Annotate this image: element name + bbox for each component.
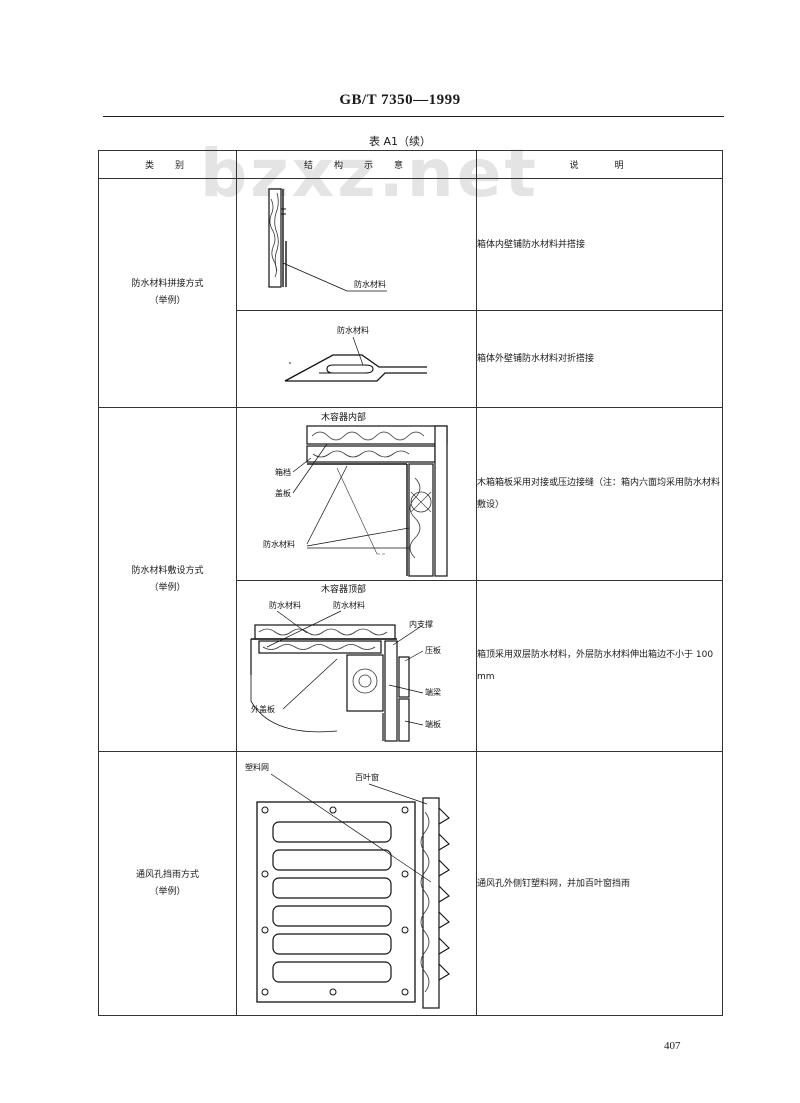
category-note: （举例） xyxy=(149,886,186,897)
figure-title: 木容器顶部 xyxy=(321,583,366,595)
page-number: 407 xyxy=(664,1040,681,1052)
description-cell: 木箱箱板采用对接或压边接缝（注：箱内六面均采用防水材料敷设） xyxy=(476,407,723,581)
table-header-row: 类 别 结 构 示 意 说 明 xyxy=(98,150,723,179)
table-row: 防水材料敷设方式 （举例） 木容器内部 箱档 盖板 防水材料 xyxy=(98,407,723,752)
figure-title: 木容器内部 xyxy=(321,411,366,423)
category-note: （举例） xyxy=(149,582,186,593)
header-rule xyxy=(103,116,724,117)
description-cell: 箱体外壁铺防水材料对折搭接 xyxy=(476,310,723,408)
column-header-description: 说 明 xyxy=(476,150,723,179)
description-cell: 通风孔外侧钉塑料网，并加百叶窗挡雨 xyxy=(476,751,723,1016)
column-header-category: 类 别 xyxy=(98,150,237,179)
table-title: 表 A1（续） xyxy=(368,135,432,148)
figure-cell: 塑料网 百叶窗 xyxy=(236,751,477,1016)
standard-number-header: GB/T 7350—1999 xyxy=(339,92,461,108)
figure-cell: 防水材料 xyxy=(236,178,477,311)
figure-label: 防水材料 xyxy=(263,539,295,549)
figure-cell: 木容器顶部 防水材料 防水材料 内支撑 压板 端梁 外盖板 端板 xyxy=(236,580,477,752)
category-note: （举例） xyxy=(149,296,186,306)
category-cell: 防水材料拼接方式 （举例） xyxy=(98,178,237,408)
table-row: 防水材料 箱体外壁铺防水材料对折搭接 xyxy=(99,310,723,408)
figure-cell: 木容器内部 箱档 盖板 防水材料 xyxy=(236,407,477,581)
figure-label: 防水材料 xyxy=(333,600,365,610)
table-row: 通风孔挡雨方式 （举例） 塑料网 百叶窗 xyxy=(98,751,723,1016)
figure-label: 端板 xyxy=(425,719,441,729)
figure-label: 防水材料 xyxy=(269,600,301,610)
figure-cell: 防水材料 xyxy=(236,310,477,408)
category-name: 防水材料拼接方式 xyxy=(131,279,204,289)
spec-table: 类 别 结 构 示 意 说 明 防水材料拼接方式 （举例） 防水材料 箱体内壁铺… xyxy=(98,150,723,1016)
diagram-outer-fold-joint: 防水材料 xyxy=(284,325,427,382)
figure-label: 百叶窗 xyxy=(355,772,379,782)
category-cell: 通风孔挡雨方式 （举例） xyxy=(98,751,237,1016)
category-name: 防水材料敷设方式 xyxy=(131,565,204,576)
figure-label: 塑料网 xyxy=(245,762,269,772)
figure-label: 压板 xyxy=(425,645,441,655)
description-cell: 箱体内壁铺防水材料并搭接 xyxy=(476,178,723,311)
diagram-container-interior: 木容器内部 箱档 盖板 防水材料 xyxy=(263,411,448,577)
figure-label: 防水材料 xyxy=(337,325,369,335)
figure-label: 端梁 xyxy=(425,687,441,697)
diagram-vent-rain-shield: 塑料网 百叶窗 xyxy=(245,762,450,1009)
diagram-inner-lap-joint: 防水材料 xyxy=(268,188,387,292)
figure-label: 防水材料 xyxy=(354,279,386,289)
category-cell: 防水材料敷设方式 （举例） xyxy=(98,407,237,752)
figure-label: 内支撑 xyxy=(409,619,433,629)
figure-label: 外盖板 xyxy=(251,704,275,714)
table-row: 防水材料拼接方式 （举例） 防水材料 箱体内壁铺防水材料并搭接 xyxy=(98,178,723,408)
figure-label: 箱档 xyxy=(275,467,291,477)
figure-label: 盖板 xyxy=(275,488,291,498)
diagram-container-top: 木容器顶部 防水材料 防水材料 内支撑 压板 端梁 外盖板 端板 xyxy=(250,583,441,742)
category-name: 通风孔挡雨方式 xyxy=(135,869,199,880)
description-cell: 箱顶采用双层防水材料，外层防水材料伸出箱边不小于 100 mm xyxy=(476,580,723,752)
column-header-structure: 结 构 示 意 xyxy=(236,150,477,179)
